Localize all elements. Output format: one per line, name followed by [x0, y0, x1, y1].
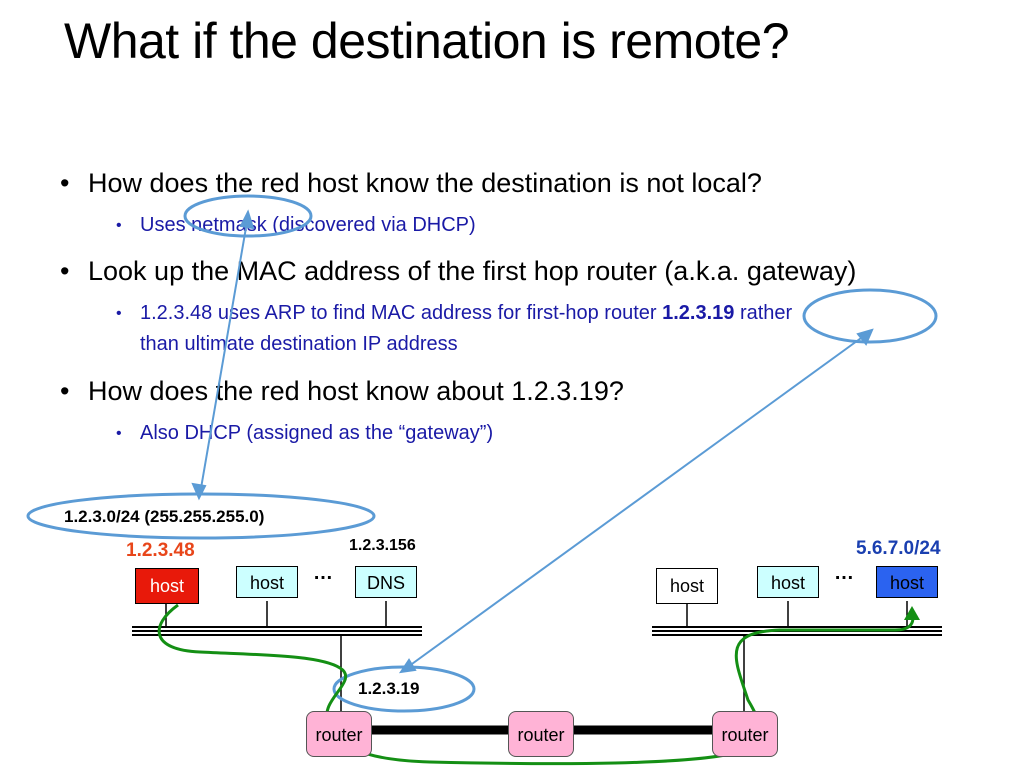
- router-left: router: [306, 711, 372, 757]
- bullet-2: • Look up the MAC address of the first h…: [60, 256, 857, 287]
- host-right-2: host: [757, 566, 819, 598]
- bullet-dot: •: [116, 217, 122, 234]
- packet-path-arrowhead: [904, 606, 920, 620]
- sub-bullet-3: • Also DHCP (assigned as the “gateway”): [116, 418, 494, 449]
- blue-host: host: [876, 566, 938, 598]
- bullet-dot: •: [60, 256, 70, 286]
- highlight-ellipses: [26, 194, 938, 713]
- ellipsis-right: …: [834, 562, 854, 584]
- left-lan-bus: [132, 626, 422, 636]
- bullet-1: • How does the red host know the destina…: [60, 168, 762, 199]
- right-subnet-label: 5.6.7.0/24: [856, 538, 941, 559]
- bullet-text: How does the red host know about 1.2.3.1…: [88, 376, 624, 406]
- sub-bullet-2: • 1.2.3.48 uses ARP to find MAC address …: [116, 298, 793, 360]
- bullet-dot: •: [116, 305, 122, 322]
- bullet-dot: •: [60, 168, 70, 198]
- packet-path: [157, 603, 915, 766]
- red-host-ip-label: 1.2.3.48: [126, 540, 195, 561]
- router-right: router: [712, 711, 778, 757]
- router-middle: router: [508, 711, 574, 757]
- host-right-1: host: [656, 568, 718, 604]
- gateway-ip-label: 1.2.3.19: [358, 679, 420, 698]
- bullet-text: How does the red host know the destinati…: [88, 168, 762, 198]
- host-left-2: host: [236, 566, 298, 598]
- slide-title: What if the destination is remote?: [64, 13, 790, 69]
- bullet-dot: •: [116, 425, 122, 442]
- sub-bullet-text: Also DHCP (assigned as the “gateway”): [140, 422, 494, 444]
- sub-bullet-text-line2: than ultimate destination IP address: [140, 333, 458, 355]
- dns-ip-label: 1.2.3.156: [349, 537, 416, 554]
- bullet-text: Look up the MAC address of the first hop…: [88, 256, 857, 286]
- sub-bullet-1: • Uses netmask (discovered via DHCP): [116, 210, 476, 241]
- sub-bullet-text-post: rather: [734, 302, 793, 324]
- gateway-ip-bold: 1.2.3.19: [662, 302, 735, 324]
- ellipsis-left: …: [313, 562, 333, 584]
- dns-server: DNS: [355, 566, 417, 598]
- arp-arrows: [191, 209, 874, 674]
- bullet-3: • How does the red host know about 1.2.3…: [60, 376, 624, 407]
- sub-bullet-text-pre: 1.2.3.48 uses ARP to find MAC address fo…: [140, 302, 663, 324]
- sub-bullet-text: Uses netmask (discovered via DHCP): [140, 214, 476, 236]
- red-host: host: [135, 568, 199, 604]
- left-subnet-label: 1.2.3.0/24 (255.255.255.0): [64, 507, 265, 526]
- bullet-dot: •: [60, 376, 70, 406]
